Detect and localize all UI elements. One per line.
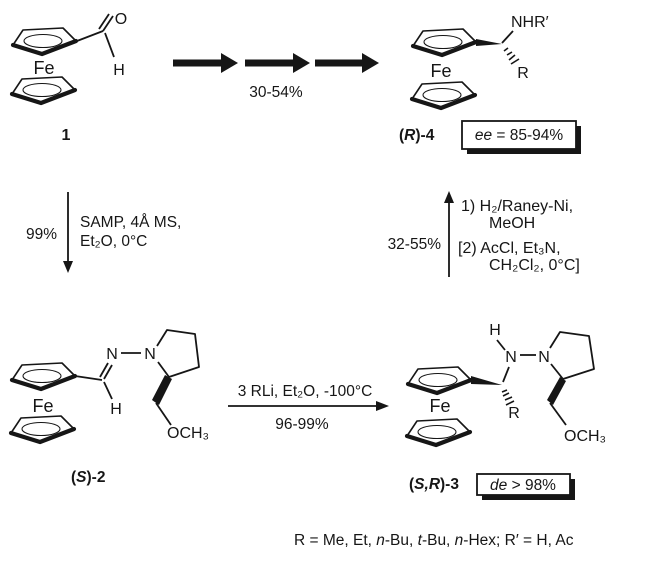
nhr-label: NHR′ bbox=[511, 14, 549, 31]
fe-label: Fe bbox=[33, 58, 54, 78]
de-badge: de > 98% bbox=[476, 473, 575, 500]
pyrrolidine-ring bbox=[549, 331, 595, 380]
hash-wedge-bond-c-r bbox=[503, 47, 520, 65]
right-reagents-line3: [2) AcCl, Et₃N, bbox=[458, 240, 561, 257]
bottom-yield: 96-99% bbox=[275, 416, 329, 433]
ee-badge: ee = 85-94% bbox=[461, 120, 581, 154]
double-bond-co bbox=[98, 13, 114, 32]
wedge-bond-ring-c bbox=[476, 39, 502, 46]
up-arrow-head bbox=[444, 191, 454, 203]
compound-4-structure: Fe NHR′ R (R)-4 ee = 85-94% bbox=[399, 14, 581, 154]
double-bond-cn bbox=[99, 362, 113, 380]
bond-h-n bbox=[496, 339, 506, 351]
bond-ring-ch bbox=[74, 375, 103, 381]
compound-2-number: (S)-2 bbox=[71, 469, 105, 486]
cp-ring-bottom bbox=[412, 82, 475, 108]
bond-ring-cho bbox=[76, 30, 104, 42]
bond-c-n bbox=[501, 30, 514, 44]
badge-box bbox=[476, 473, 571, 496]
bottom-reagents: 3 RLi, Et₂O, -100°C bbox=[238, 383, 373, 400]
wedge-bond-c2-ch2 bbox=[152, 375, 172, 405]
left-reagents-line2: Et₂O, 0°C bbox=[80, 233, 147, 250]
right-reagents-line4: CH₂Cl₂, 0°C] bbox=[489, 257, 580, 274]
imine-h-label: H bbox=[110, 401, 122, 418]
de-value: de > 98% bbox=[490, 477, 556, 494]
block-arrow-1 bbox=[173, 53, 238, 73]
n2-label: N bbox=[144, 346, 156, 363]
fe-label: Fe bbox=[32, 396, 53, 416]
compound-1-structure: Fe O H 1 bbox=[12, 11, 127, 144]
n1-label: N bbox=[505, 349, 517, 366]
r-label: R bbox=[517, 65, 529, 82]
compound-3-number: (S,R)-3 bbox=[409, 476, 459, 493]
wedge-bond-c2-ch2 bbox=[547, 377, 566, 405]
top-yield: 30-54% bbox=[249, 84, 303, 101]
och3-label: OCH₃ bbox=[167, 425, 209, 442]
cp-ring-top bbox=[413, 29, 476, 55]
left-yield: 99% bbox=[26, 226, 57, 243]
aldehyde-o-label: O bbox=[115, 11, 127, 28]
right-arrow-head bbox=[376, 401, 389, 411]
compound-1-number: 1 bbox=[62, 127, 71, 144]
down-arrow-head bbox=[63, 261, 73, 273]
hash-wedge-bond-c-r bbox=[501, 389, 515, 406]
bottom-reaction: 3 RLi, Et₂O, -100°C 96-99% bbox=[228, 383, 389, 433]
n1-label: N bbox=[106, 346, 118, 363]
right-reaction: 32-55% 1) H₂/Raney-Ni, MeOH [2) AcCl, Et… bbox=[388, 191, 580, 277]
right-reagents-line2: MeOH bbox=[489, 215, 535, 232]
pyrrolidine-ring bbox=[156, 329, 200, 378]
och3-label: OCH₃ bbox=[564, 428, 606, 445]
bond-ch2-o bbox=[155, 402, 172, 426]
fe-label: Fe bbox=[430, 61, 451, 81]
cp-ring-top bbox=[13, 28, 76, 54]
cp-ring-bottom bbox=[11, 416, 74, 442]
top-reaction-arrows: 30-54% bbox=[173, 53, 379, 101]
bond-c-h bbox=[103, 381, 113, 400]
block-arrow-2 bbox=[245, 53, 310, 73]
wedge-bond-ring-c bbox=[471, 376, 502, 385]
right-reagents-line1: 1) H₂/Raney-Ni, bbox=[461, 198, 573, 215]
badge-box bbox=[461, 120, 577, 150]
ee-value: ee = 85-94% bbox=[475, 127, 564, 144]
amine-h-label: H bbox=[489, 322, 501, 339]
compound-2-structure: Fe H N N OCH₃ (S)-2 bbox=[11, 329, 209, 486]
bond-ch2-o bbox=[549, 402, 567, 426]
bond-c-h bbox=[104, 32, 115, 58]
cp-ring-bottom bbox=[12, 77, 75, 103]
r-label: R bbox=[508, 405, 520, 422]
n2-label: N bbox=[538, 349, 550, 366]
cp-ring-top bbox=[408, 367, 471, 393]
fe-label: Fe bbox=[429, 396, 450, 416]
compound-3-structure: Fe H N N OCH₃ R (S,R)-3 de > 98% bbox=[407, 322, 606, 500]
left-reaction: 99% SAMP, 4Å MS, Et₂O, 0°C bbox=[26, 192, 181, 273]
substituent-legend: R = Me, Et, n-Bu, t-Bu, n-Hex; R′ = H, A… bbox=[294, 532, 574, 549]
block-arrow-3 bbox=[315, 53, 379, 73]
compound-4-number: (R)-4 bbox=[399, 127, 435, 144]
bond-c-n bbox=[502, 366, 510, 383]
left-reagents-line1: SAMP, 4Å MS, bbox=[80, 214, 181, 231]
right-yield: 32-55% bbox=[388, 236, 442, 253]
cp-ring-bottom bbox=[407, 419, 470, 445]
cp-ring-top bbox=[12, 363, 75, 389]
aldehyde-h-label: H bbox=[113, 62, 125, 79]
